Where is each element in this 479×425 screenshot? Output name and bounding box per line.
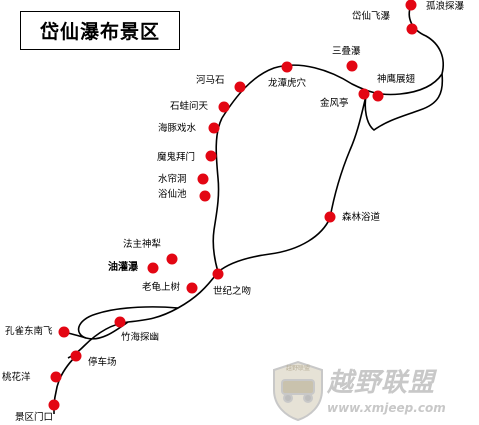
- watermark-badge-text: 越野联盟: [286, 364, 310, 372]
- marker-yuxianchi[interactable]: [199, 190, 211, 202]
- label-longtanhuxue: 龙潭虎穴: [268, 78, 307, 89]
- label-shenyingzhanchi: 神鹰展翅: [377, 74, 416, 85]
- marker-haitunxishui[interactable]: [208, 122, 220, 134]
- label-taohuayang: 桃花洋: [2, 372, 31, 383]
- marker-shuiliandong[interactable]: [197, 173, 209, 185]
- marker-jingqumenkou[interactable]: [48, 399, 60, 411]
- label-yuxianchi: 浴仙池: [158, 189, 187, 200]
- label-guilangtanpu: 孤浪探瀑: [426, 1, 465, 12]
- label-sandiepu: 三叠瀑: [332, 46, 361, 57]
- marker-taohuayang[interactable]: [50, 371, 62, 383]
- label-kongquedongnanfei: 孔雀东南飞: [5, 326, 53, 337]
- marker-shenyingzhanchi[interactable]: [372, 90, 384, 102]
- watermark-badge-icon: [273, 360, 323, 422]
- label-tingchechang: 停车场: [88, 357, 117, 368]
- marker-moguibaimen[interactable]: [205, 150, 217, 162]
- label-daixianfeipu: 岱仙飞瀑: [352, 11, 391, 22]
- marker-tingchechang[interactable]: [70, 350, 82, 362]
- marker-guilangtanpu[interactable]: [405, 0, 417, 11]
- route-zhuhai-loop: [77, 306, 179, 340]
- label-jinfengting: 金风亭: [320, 98, 349, 109]
- route-upper-arc: [221, 64, 443, 119]
- marker-laoguishangshu[interactable]: [186, 282, 198, 294]
- marker-fazhushenli[interactable]: [166, 253, 178, 265]
- watermark-logo: 越野联盟: [273, 360, 323, 422]
- marker-shijizhilu[interactable]: [212, 268, 224, 280]
- label-hemashi: 河马石: [196, 75, 225, 86]
- marker-youguanpu[interactable]: [147, 262, 159, 274]
- marker-zhuhaitanyou[interactable]: [114, 316, 126, 328]
- watermark-url: www.xmjeep.com: [327, 401, 446, 415]
- marker-senlinyudao[interactable]: [324, 211, 336, 223]
- route-right-loop: [364, 73, 444, 131]
- route-network: [53, 4, 444, 415]
- route-east-descent: [217, 95, 367, 273]
- label-shuiliandong: 水帘洞: [158, 174, 187, 185]
- route-west-descent: [212, 117, 223, 273]
- marker-daixianfeipu[interactable]: [406, 23, 418, 35]
- label-shijizhilu: 世纪之吻: [213, 286, 252, 297]
- map-title-box: 岱仙瀑布景区: [20, 11, 180, 50]
- spot-markers: [48, 0, 418, 411]
- label-shiwawentian: 石蛙问天: [170, 101, 209, 112]
- label-laoguishangshu: 老龟上树: [142, 282, 181, 293]
- label-haitunxishui: 海豚戏水: [158, 123, 197, 134]
- marker-hemashi[interactable]: [234, 81, 246, 93]
- marker-longtanhuxue[interactable]: [281, 61, 293, 73]
- marker-shiwawentian[interactable]: [218, 101, 230, 113]
- label-senlinyudao: 森林浴道: [342, 212, 381, 223]
- marker-sandiepu[interactable]: [346, 60, 358, 72]
- marker-jinfengting[interactable]: [358, 88, 370, 100]
- route-guilang-branch: [408, 4, 444, 75]
- label-fazhushenli: 法主神犁: [123, 239, 162, 250]
- marker-kongquedongnanfei[interactable]: [58, 326, 70, 338]
- label-youguanpu: 油灌瀑: [108, 262, 138, 273]
- label-moguibaimen: 魔鬼拜门: [157, 152, 196, 163]
- label-jingqumenkou: 景区门口: [15, 412, 54, 423]
- watermark-brand: 越野联盟: [327, 368, 436, 398]
- map-title: 岱仙瀑布景区: [39, 21, 160, 43]
- label-zhuhaitanyou: 竹海探幽: [121, 332, 160, 343]
